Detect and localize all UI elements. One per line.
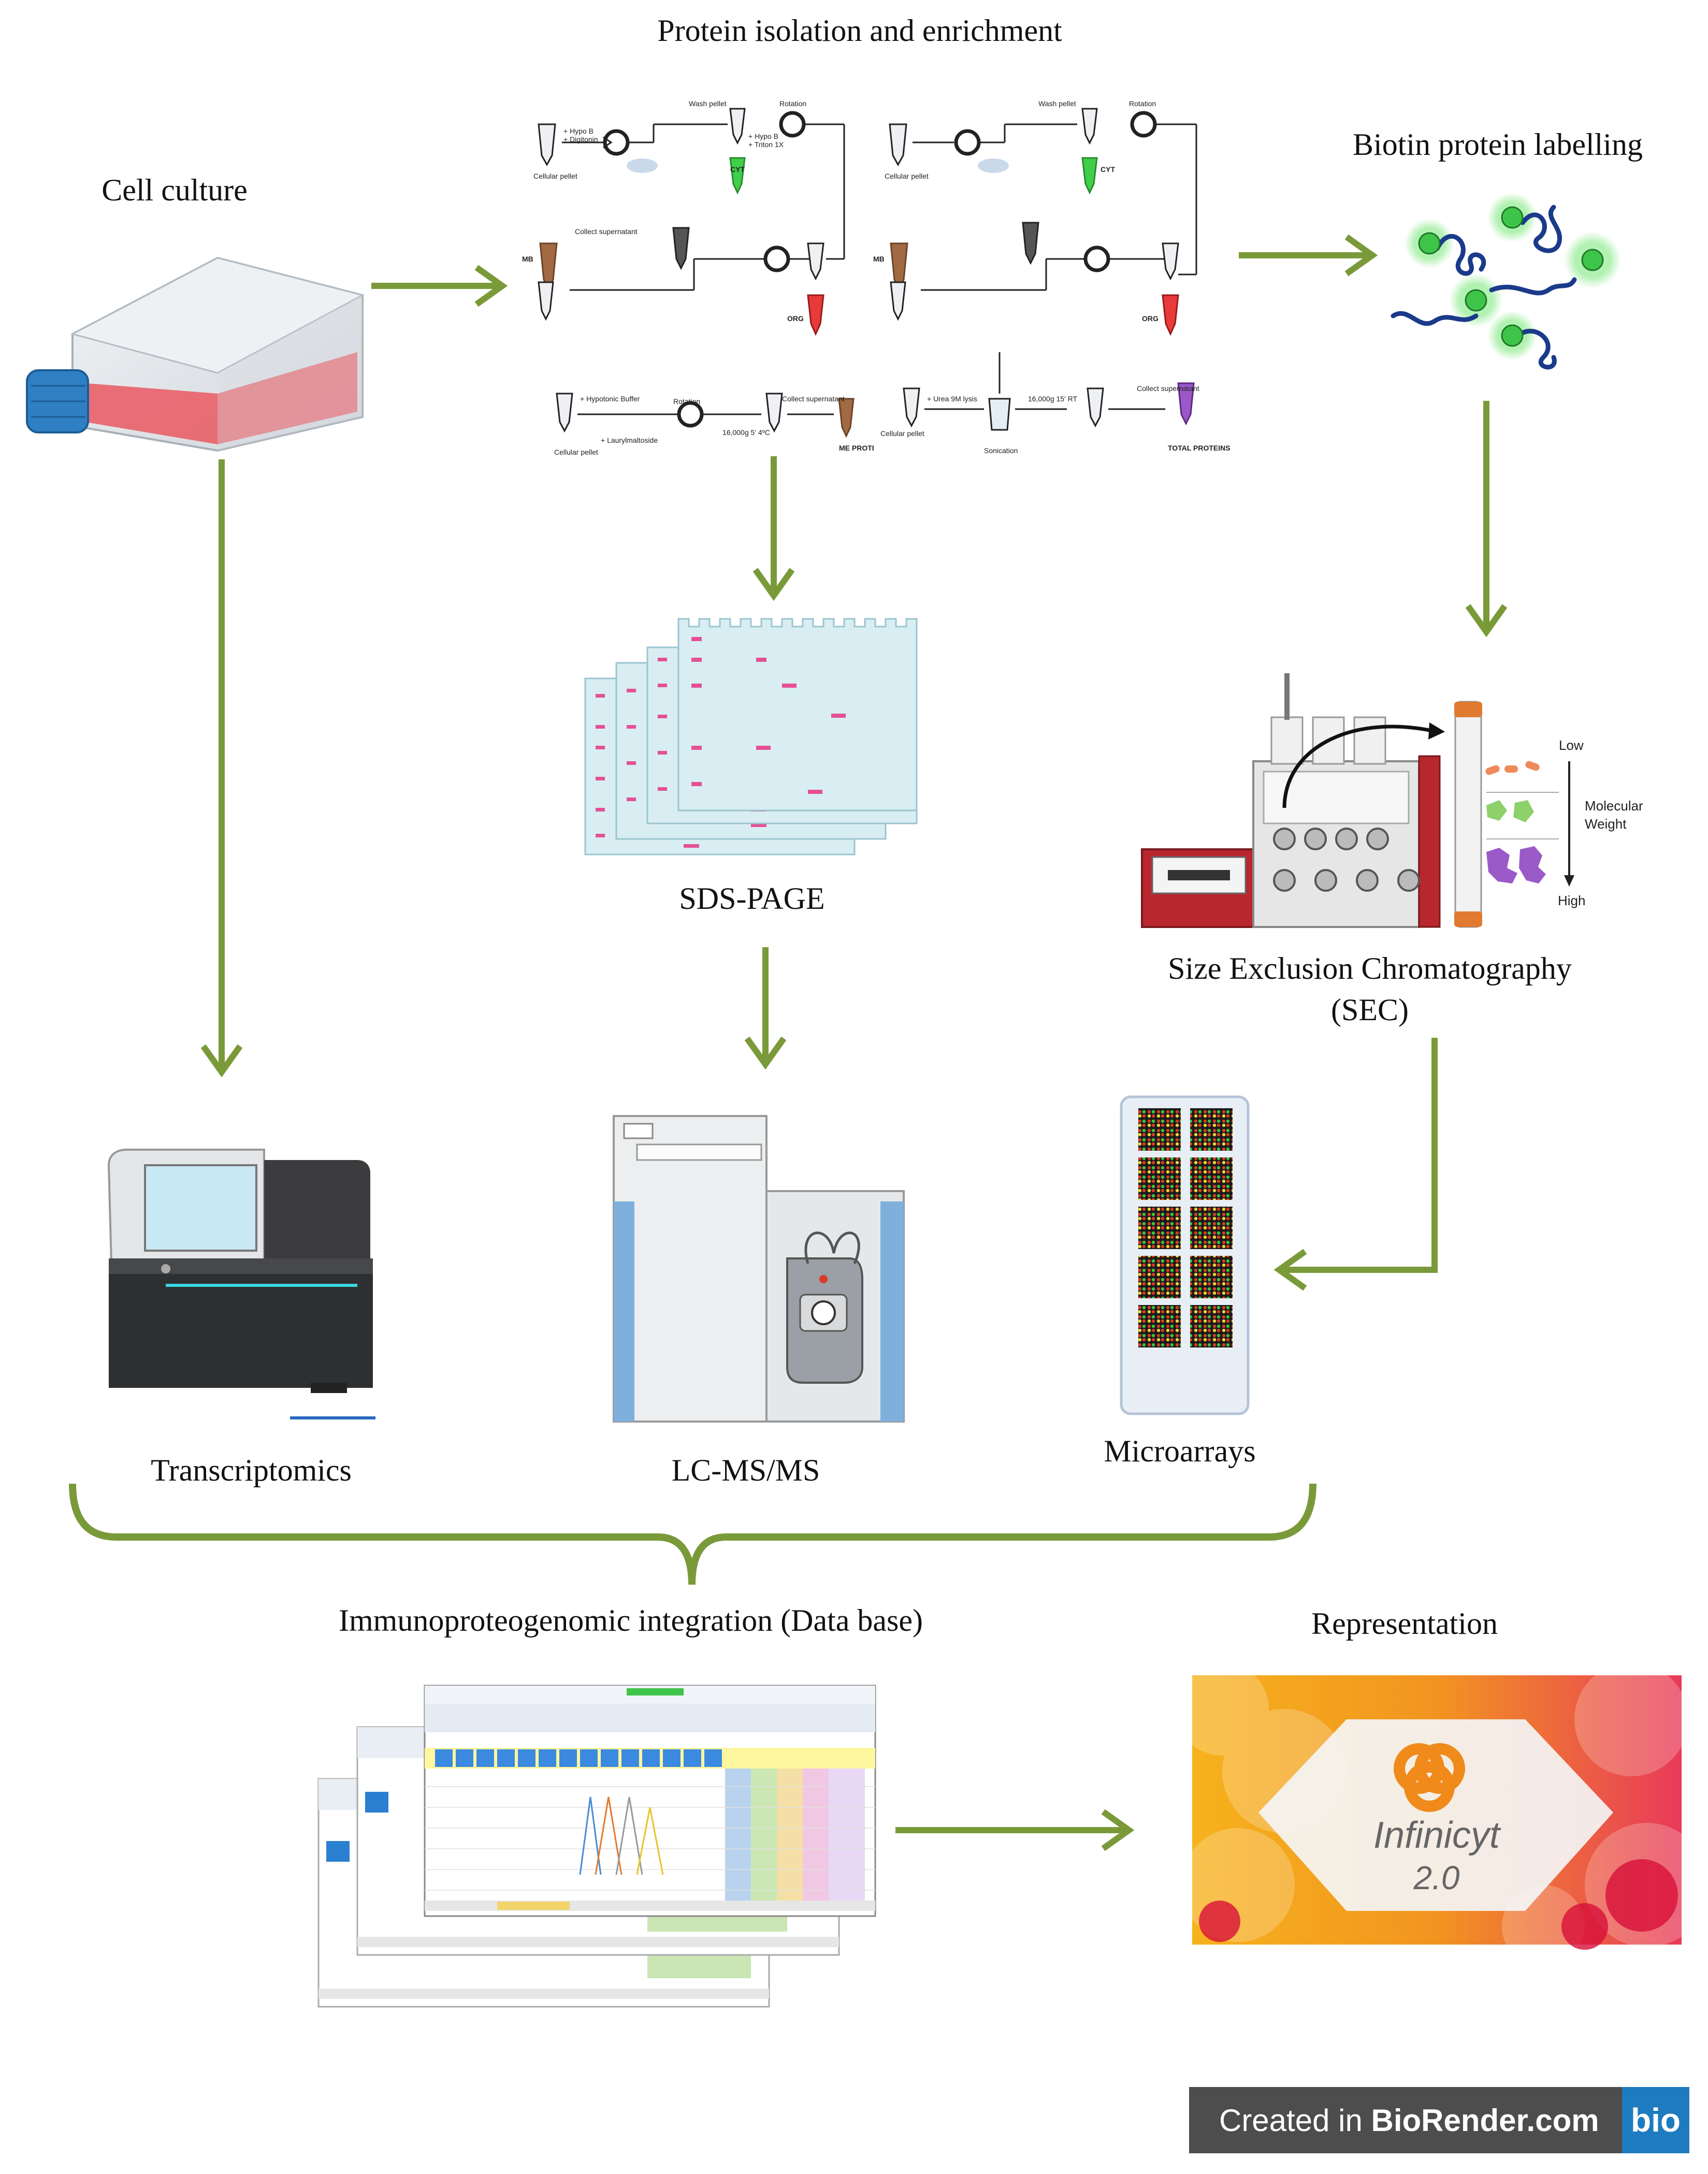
arrow-culture-to-isolation [371,265,508,307]
title-lcms: LC-MS/MS [671,1453,820,1487]
label-sonication: Sonication [984,446,1018,455]
label-collect-supernatant-2: Collect supernatant [782,395,845,403]
title-cell-culture: Cell culture [102,173,248,207]
infinicyt-name: Infinicyt [1373,1815,1501,1856]
protocol-row-2-right [890,222,1179,336]
label-cellular-pellet-3: Cellular pellet [554,448,598,456]
title-transcriptomics: Transcriptomics [151,1453,352,1487]
sec-column [1454,701,1482,928]
title-sec-line-2: (SEC) [1331,993,1409,1027]
sec-mw-label-2: Weight [1585,816,1627,832]
label-rotation-3: Rotation [673,397,700,405]
label-org-2: ORG [1142,314,1159,323]
protocol-row-1-left [538,108,845,260]
label-spin-2: 16,000g 15' RT [1028,395,1077,403]
label-me-proti: ME PROTI [839,444,874,452]
label-total-proteins: TOTAL PROTEINS [1168,444,1231,452]
gel-1 [677,618,918,811]
label-mb: MB [522,255,533,263]
title-sec-line-1: Size Exclusion Chromatography [1168,951,1572,985]
microarray-slide [1120,1095,1250,1415]
protocol-row-1-right [889,108,1197,276]
sequencer-instrument [107,1149,375,1419]
database-spreadsheets [317,1685,876,2008]
arrow-integration-to-representation [895,1809,1135,1851]
infinicyt-version: 2.0 [1413,1859,1460,1896]
label-cellular-pellet-2: Cellular pellet [885,172,929,180]
biorender-text: Created in BioRender.com [1189,2103,1622,2138]
lcms-instrument [613,1115,905,1423]
sec-instrument [1141,673,1574,928]
label-rotation-2: Rotation [1129,99,1156,108]
brand-prefix: Created in [1219,2103,1371,2138]
arrow-biotin-to-sec [1465,401,1508,637]
protocol-row-2-left [538,227,824,336]
label-digitonin: + Digitonin [563,135,598,143]
protocol-row-3-right [903,352,1195,431]
label-collect-supernatant-3: Collect supernatant [1137,384,1199,393]
sec-mw-label-1: Molecular [1585,798,1643,814]
spreadsheet-front [424,1685,876,1917]
arrow-isolation-to-biotin [1239,234,1378,277]
label-hypo-b-2: + Hypo B [748,132,778,140]
label-collect-supernatant: Collect supernatant [575,227,638,236]
sec-small-molecules [1485,761,1540,775]
protocol-row-3-left [556,393,855,438]
label-hypotonic-buffer: + Hypotonic Buffer [580,395,640,403]
label-cyt: CYT [730,165,745,173]
label-wash-pellet-2: Wash pellet [1038,99,1076,108]
sec-low-label: Low [1559,737,1584,753]
title-biotin-labelling: Biotin protein labelling [1353,127,1643,162]
fractionation-protocol [538,108,1197,438]
label-triton: + Triton 1X [748,140,784,149]
sec-scale-labels: Low Molecular Weight High [1558,737,1643,908]
sds-page-gels [584,618,918,856]
sec-large-molecules [1486,846,1546,883]
label-urea-lysis: + Urea 9M lysis [927,395,977,403]
label-org: ORG [787,314,804,323]
brand-name: BioRender.com [1371,2103,1599,2138]
title-representation: Representation [1311,1606,1498,1641]
biorender-badge[interactable]: Created in BioRender.com bio [1189,2087,1689,2153]
arrow-sds-to-lcms [744,947,787,1070]
label-laurylmaltoside: + Laurylmaltoside [601,436,658,444]
title-microarrays: Microarrays [1104,1434,1256,1468]
title-integration: Immunoproteogenomic integration (Data ba… [339,1603,923,1637]
cell-culture-flask [26,256,365,452]
sec-high-label: High [1558,893,1585,908]
title-sds-page: SDS-PAGE [679,881,825,916]
sec-medium-molecules [1486,800,1534,822]
biorender-logo-icon: bio [1622,2087,1689,2153]
flow-arrows [200,234,1508,1851]
label-cellular-pellet-4: Cellular pellet [880,429,924,438]
integration-bracket [69,1483,1316,1585]
biotin-labelled-proteins [1391,193,1621,370]
arrow-sec-to-microarrays [1273,1038,1438,1291]
label-hypo-b: + Hypo B [563,127,594,135]
label-mb-2: MB [873,255,885,263]
title-protein-isolation: Protein isolation and enrichment [657,13,1062,48]
spreadsheet-mini-chart [579,1796,664,1875]
label-cyt-2: CYT [1101,165,1115,173]
fractionation-small-labels: CYT CYT MB MB ORG ORG ME PROTI TOTAL PRO… [522,99,1231,456]
label-rotation: Rotation [779,99,806,108]
arrow-culture-to-transcriptomics [200,459,243,1078]
label-wash-pellet: Wash pellet [689,99,727,108]
label-spin-1: 16,000g 5' 4ºC [722,428,770,437]
infinicyt-logo-panel [1176,1662,1708,1968]
arrow-isolation-to-sds [752,456,795,601]
infinicyt-knot-icon [1394,1743,1465,1812]
label-cellular-pellet: Cellular pellet [533,172,577,180]
